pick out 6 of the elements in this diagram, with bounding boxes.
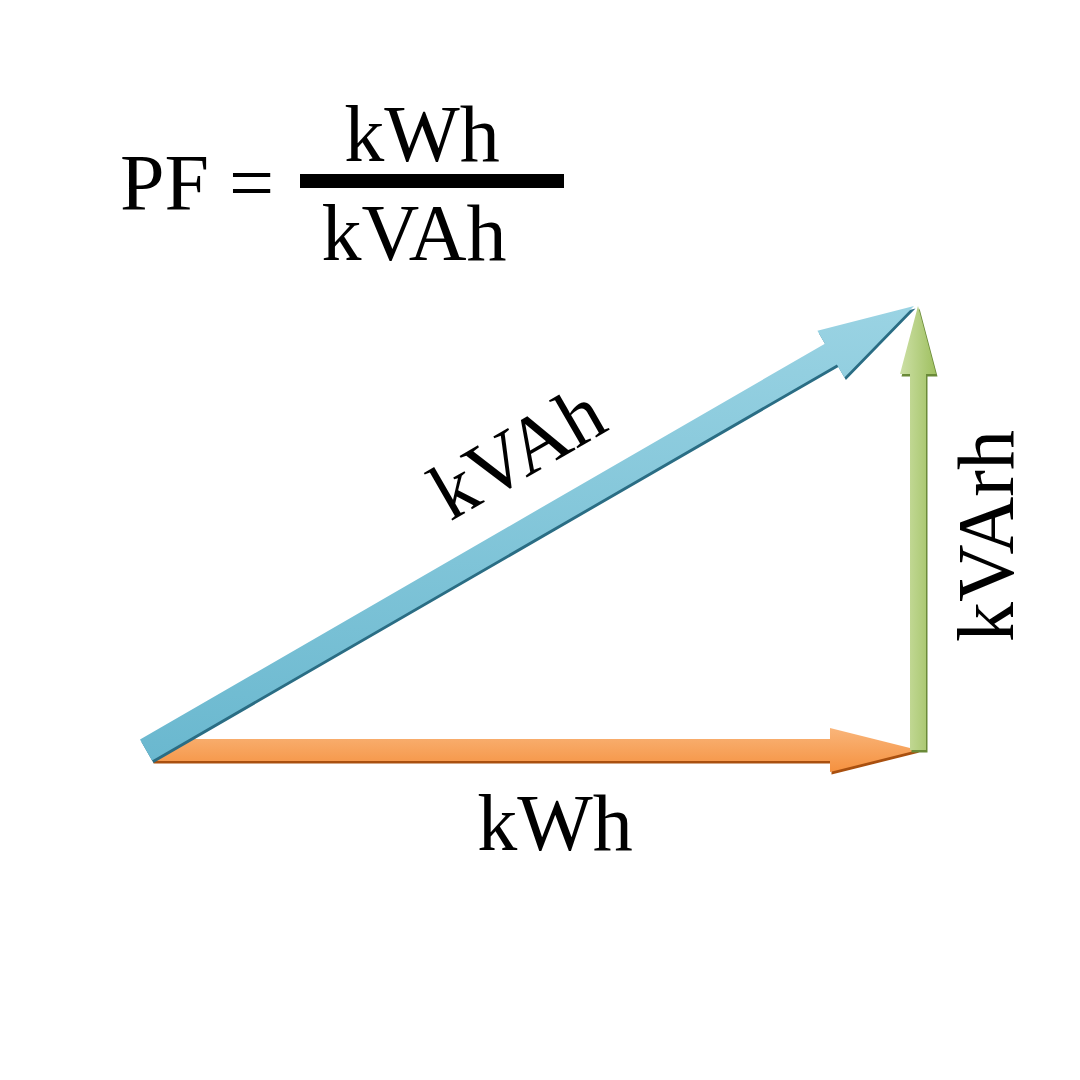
formula-lhs: PF = — [119, 143, 275, 223]
vector-label: kWh — [477, 783, 633, 863]
vector-label: kVAh — [416, 371, 618, 533]
vector-label: kVArh — [946, 430, 1026, 642]
denominator: kVAh — [321, 193, 507, 273]
numerator: kWh — [344, 94, 500, 174]
